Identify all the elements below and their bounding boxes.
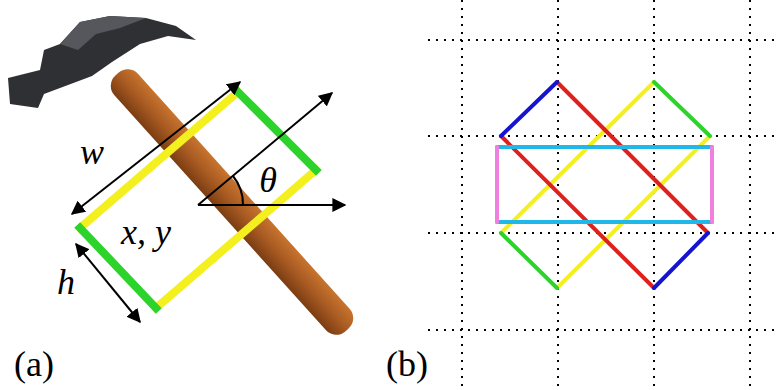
dimension-arrows bbox=[72, 82, 345, 322]
candidate-rectangles bbox=[497, 82, 712, 288]
angle-label: θ bbox=[259, 162, 277, 198]
panel-label: (a) bbox=[14, 346, 54, 382]
grasp-rectangle bbox=[80, 92, 316, 308]
hammer-picture bbox=[8, 16, 359, 341]
panel-label: (b) bbox=[386, 346, 428, 382]
height-label: h bbox=[57, 264, 75, 300]
center-label: x, y bbox=[121, 214, 171, 250]
dotted-grid bbox=[428, 0, 779, 390]
width-label: w bbox=[80, 134, 104, 170]
